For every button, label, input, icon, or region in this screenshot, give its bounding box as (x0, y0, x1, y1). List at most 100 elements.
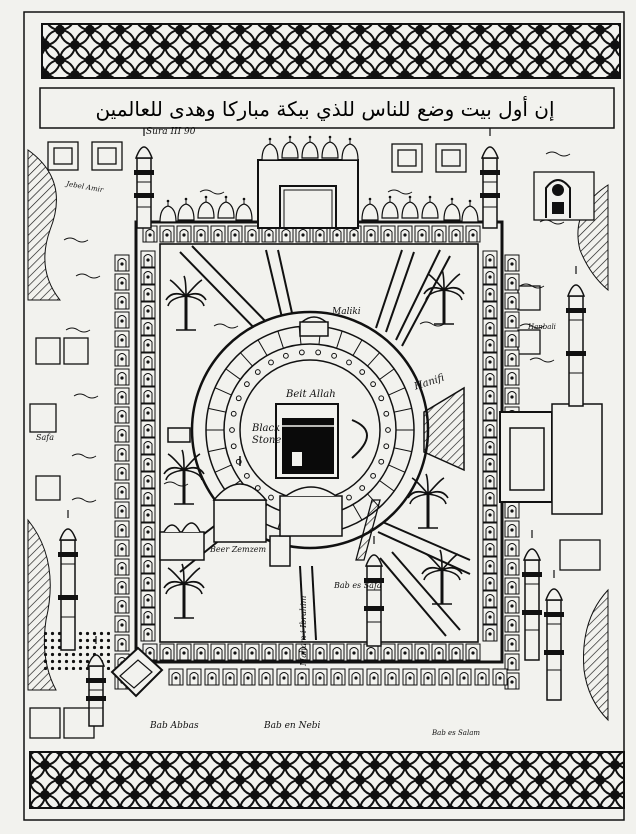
colonnade-arch-icon (380, 225, 396, 243)
lamp (370, 381, 377, 388)
kaaba-icon (275, 403, 339, 479)
colonnade-arch-icon (114, 539, 130, 557)
colonnade-arch-icon (448, 225, 464, 243)
colonnade-arch-icon (504, 330, 520, 348)
hijr-ismail-icon (351, 419, 368, 459)
colonnade-arch-icon (240, 668, 256, 686)
bab-es-salam-label: Bab es Salam (432, 729, 481, 737)
arabic-captions (63, 151, 571, 503)
colonnade-arch-icon (346, 643, 362, 661)
black-stone-label-1: Black (252, 423, 281, 434)
colonnade-arch-icon (140, 250, 156, 268)
colonnade-arch-icon (312, 668, 328, 686)
lamp-post (240, 352, 253, 367)
colonnade-arch-icon (140, 624, 156, 642)
colonnade-arch-icon (114, 273, 130, 291)
colonnade-arch-icon (482, 556, 498, 574)
lamp (268, 494, 274, 501)
colonnade-arch-icon (482, 488, 498, 506)
colonnade-arch-icon (294, 668, 310, 686)
colonnade-arch-icon (504, 558, 520, 576)
maliki-pavilion (299, 316, 329, 337)
hanbali-label: Hanbali (528, 323, 556, 331)
colonnade-arch-icon (474, 668, 490, 686)
colonnade-arch-icon (114, 292, 130, 310)
colonnade-arch-icon (482, 420, 498, 438)
right-side-block (551, 403, 603, 515)
colonnade-arch-icon (465, 643, 481, 661)
colonnade-arch-icon (482, 369, 498, 387)
top-right-gate (545, 179, 571, 218)
left-hill (27, 149, 62, 301)
maliki-label: Maliki (332, 307, 361, 317)
colonnade-arch-icon (140, 403, 156, 421)
colonnade-arch-icon (261, 643, 277, 661)
colonnade-arch-icon (227, 643, 243, 661)
right-gallery (499, 411, 553, 503)
colonnade-arch-icon (504, 273, 520, 291)
minaret-icon (566, 266, 586, 407)
colonnade-arch-icon (114, 596, 130, 614)
colonnade-arch-icon (140, 505, 156, 523)
colonnade-arch-icon (482, 505, 498, 523)
dome-icon (177, 197, 195, 221)
colonnade-arch-icon (465, 225, 481, 243)
black-stone-label-2: Stone (252, 435, 282, 446)
lamp-post (388, 464, 406, 473)
lamp-post (352, 504, 363, 521)
staircase-icon (355, 499, 381, 561)
colonnade-arch-icon (140, 352, 156, 370)
lamp-post (257, 339, 268, 356)
colonnade-arch-icon (504, 596, 520, 614)
colonnade-arch-icon (114, 444, 130, 462)
colonnade-arch-icon (384, 668, 400, 686)
colonnade-arch-icon (140, 471, 156, 489)
lamp (378, 458, 385, 465)
minarets (58, 128, 586, 727)
dome-icon (421, 195, 439, 219)
lamp-post (214, 464, 232, 473)
lamp (230, 443, 237, 450)
colonnade-arch-icon (193, 225, 209, 243)
dome-icon (159, 199, 177, 223)
colonnade-arch-icon (114, 501, 130, 519)
minaret-icon (134, 128, 154, 229)
colonnade-arch-icon (114, 425, 130, 443)
colonnade-arch-icon (348, 668, 364, 686)
colonnade-arch-icon (397, 643, 413, 661)
lamp (378, 395, 385, 402)
colonnade-arch-icon (438, 668, 454, 686)
colonnade-arch-icon (114, 634, 130, 652)
bab-es-safa-label: Bab es Safa (334, 581, 382, 590)
colonnade-arch-icon (140, 454, 156, 472)
dome-icon (217, 195, 235, 219)
colonnade-arch-icon (114, 482, 130, 500)
beer-zemzem-label: Beer Zemzem (210, 545, 267, 554)
lamp-post (367, 352, 380, 367)
colonnade-arch-icon (140, 420, 156, 438)
colonnade-arch-icon (258, 668, 274, 686)
dome-icon (461, 199, 479, 223)
colonnade-arch-icon (140, 539, 156, 557)
colonnade-arch-icon (140, 267, 156, 285)
colonnade-arch-icon (482, 624, 498, 642)
colonnade-arch-icon (227, 225, 243, 243)
colonnade-arch-icon (186, 668, 202, 686)
lamp-post (352, 339, 363, 356)
inner-colonnade (159, 243, 479, 643)
maham-ibrahim-label: Maham i Ibrahim (299, 595, 308, 666)
lamp-post (225, 368, 241, 380)
colonnade-arch-icon (504, 520, 520, 538)
colonnade-arch-icon (482, 590, 498, 608)
dome-icon (401, 195, 419, 219)
lamp (298, 349, 305, 356)
colonnade-arch-icon (114, 254, 130, 272)
minaret-icon (58, 510, 78, 651)
colonnade-arch-icon (168, 668, 184, 686)
colonnade-arch-icon (114, 311, 130, 329)
lamp-post (394, 447, 412, 453)
colonnade-arch-icon (504, 311, 520, 329)
colonnade-arch-icon (140, 573, 156, 591)
quran-inscription: إن أول بيت وضع للناس للذي ببكة مباركا وه… (95, 97, 555, 121)
